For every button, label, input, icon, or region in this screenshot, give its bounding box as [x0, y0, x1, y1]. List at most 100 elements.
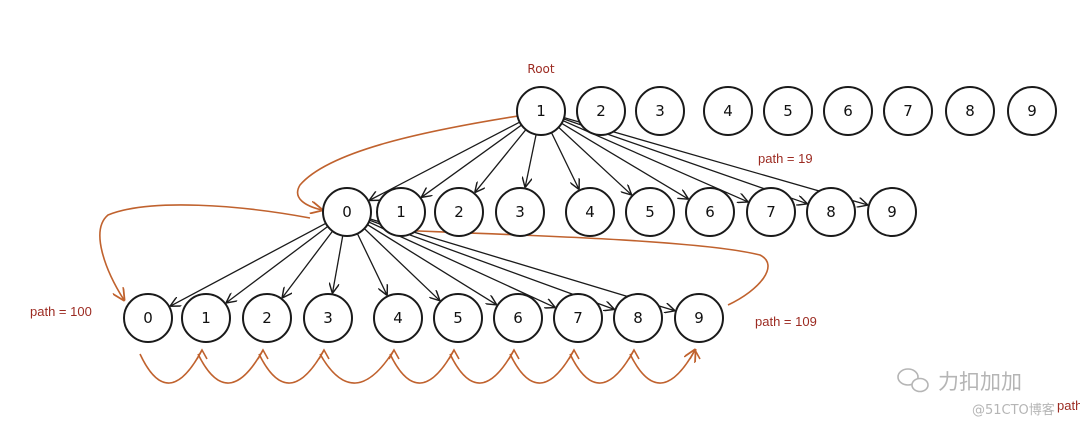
node-circle — [674, 293, 724, 343]
hop-arrowhead — [689, 348, 701, 360]
node-level2-0: 0 — [123, 293, 173, 343]
edge-l1-0-to-l2-1 — [227, 220, 336, 303]
root-node-circle — [516, 86, 566, 136]
node-label: 4 — [723, 102, 733, 120]
node-circle — [635, 86, 685, 136]
edge-root-to-l1-5 — [551, 120, 631, 195]
watermark-site: @51CTO博客 — [972, 402, 1055, 418]
node-label: 5 — [645, 203, 655, 221]
node-label: 3 — [655, 102, 665, 120]
node-level2-4: 4 — [373, 293, 423, 343]
node-level2-2: 2 — [242, 293, 292, 343]
node-level1-6: 6 — [685, 187, 735, 237]
node-label: 9 — [1027, 102, 1037, 120]
node-top-2: 2 — [576, 86, 626, 136]
node-label: 9 — [887, 203, 897, 221]
hop-arrowhead — [318, 348, 330, 360]
node-circle — [376, 187, 426, 237]
node-label: 0 — [143, 309, 153, 327]
path-100-label: path = 100 — [30, 304, 92, 319]
edge-root-to-l1-0 — [370, 117, 529, 200]
edge-l1-0-to-l2-0 — [171, 218, 335, 306]
node-circle — [123, 293, 173, 343]
root-label: Root — [527, 62, 554, 76]
hop-arrowhead — [196, 348, 208, 360]
node-level1-8: 8 — [806, 187, 856, 237]
node-top-7: 7 — [883, 86, 933, 136]
node-label: 8 — [633, 309, 643, 327]
node-level1-1: 1 — [376, 187, 426, 237]
edge-l1-0-to-l2-5 — [356, 221, 439, 300]
edge-cut-label: path — [1057, 398, 1080, 413]
hop-arrowhead — [508, 348, 520, 360]
watermark: 力扣加加 @51CTO博客 — [897, 368, 1055, 418]
node-label: 8 — [965, 102, 975, 120]
node-circle — [434, 187, 484, 237]
node-label: 6 — [705, 203, 715, 221]
node-level1-5: 5 — [625, 187, 675, 237]
node-circle — [806, 187, 856, 237]
node-label: 7 — [903, 102, 913, 120]
edge-l1-0-to-l2-2 — [283, 223, 339, 297]
node-top-9: 9 — [1007, 86, 1057, 136]
node-label: 5 — [783, 102, 793, 120]
node-label: 0 — [342, 203, 352, 221]
node-level2-8: 8 — [613, 293, 663, 343]
watermark-brand: 力扣加加 — [938, 370, 1022, 394]
node-circle — [303, 293, 353, 343]
level2-nine-back-arrow — [390, 230, 769, 306]
node-circle — [703, 86, 753, 136]
node-label: 7 — [573, 309, 583, 327]
hop-arrowhead — [568, 348, 580, 360]
node-level1-4: 4 — [565, 187, 615, 237]
node-circle — [883, 86, 933, 136]
node-circle — [495, 187, 545, 237]
root-to-level1-zero-arrow — [296, 115, 519, 210]
node-label: 7 — [766, 203, 776, 221]
node-level1-7: 7 — [746, 187, 796, 237]
node-label: 2 — [596, 102, 606, 120]
node-label: 6 — [513, 309, 523, 327]
node-label: 8 — [826, 203, 836, 221]
node-level1-2: 2 — [434, 187, 484, 237]
node-label: 1 — [536, 102, 546, 120]
node-circle — [242, 293, 292, 343]
hop-arrowhead — [448, 348, 460, 360]
path-109-label: path = 109 — [755, 314, 817, 329]
node-level2-7: 7 — [553, 293, 603, 343]
node-label: 4 — [393, 309, 403, 327]
path-19-label: path = 19 — [758, 151, 813, 166]
node-label: 6 — [843, 102, 853, 120]
node-top-4: 4 — [703, 86, 753, 136]
node-label: 4 — [585, 203, 595, 221]
node-level1-9: 9 — [867, 187, 917, 237]
node-label: 3 — [515, 203, 525, 221]
hop-arrowhead — [628, 348, 640, 360]
edge-root-to-l1-2 — [475, 121, 533, 192]
traversal-arrows — [99, 115, 769, 384]
node-circle — [1007, 86, 1057, 136]
node-label: 2 — [262, 309, 272, 327]
node-label: 1 — [201, 309, 211, 327]
node-circle — [576, 86, 626, 136]
edge-l1-0-to-l2-4 — [352, 224, 386, 295]
edge-l1-0-to-l2-6 — [358, 219, 496, 305]
node-top-1: 1 — [516, 86, 566, 136]
node-circle — [867, 187, 917, 237]
wechat-icon — [897, 368, 929, 393]
edge-root-to-l1-6 — [553, 117, 687, 198]
edge-l1-0-to-l2-3 — [333, 226, 346, 292]
node-label: 2 — [454, 203, 464, 221]
node-label: 9 — [694, 309, 704, 327]
edge-root-to-l1-4 — [546, 123, 578, 189]
level1-to-level2-zero-arrow — [99, 204, 311, 300]
node-level2-5: 5 — [433, 293, 483, 343]
edge-root-to-l1-1 — [422, 118, 530, 196]
node-circle — [945, 86, 995, 136]
node-circle — [553, 293, 603, 343]
node-circle — [613, 293, 663, 343]
node-level2-1: 1 — [181, 293, 231, 343]
node-circle — [625, 187, 675, 237]
